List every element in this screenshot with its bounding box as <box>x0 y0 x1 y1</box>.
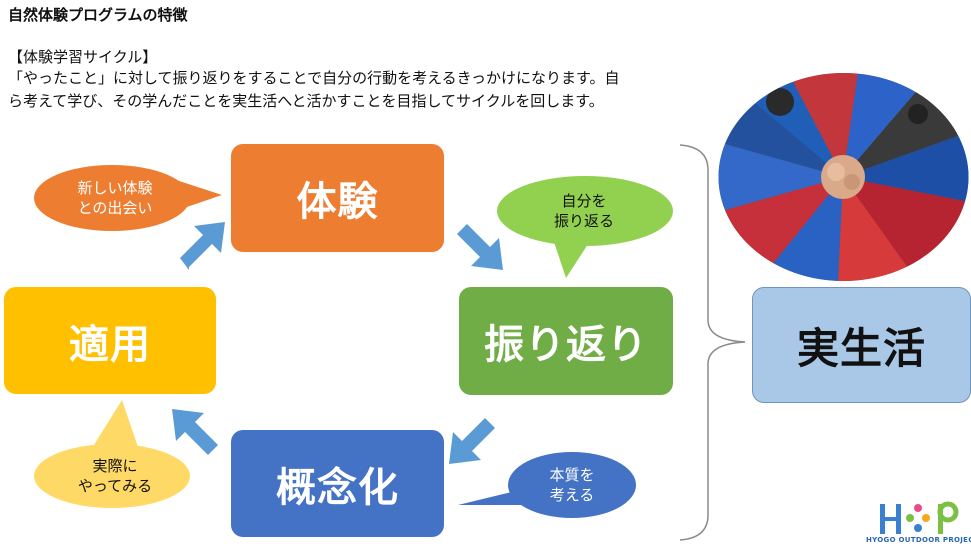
bubble-reflect-text: 自分を 振り返る <box>498 180 670 242</box>
hands-circle-photo <box>718 73 969 281</box>
reflection-box: 振り返り <box>459 287 673 395</box>
page-title: 自然体験プログラムの特徴 <box>8 6 188 24</box>
section-label: 【体験学習サイクル】 <box>8 48 158 66</box>
curly-bracket <box>679 144 746 541</box>
real-life-box: 実生活 <box>752 287 971 403</box>
concept-box: 概念化 <box>231 430 444 537</box>
bubble-new-line-1: 新しい体験 <box>77 179 153 197</box>
arrow-experience-to-reflection <box>455 224 503 270</box>
bubble-new-line-2: との出会い <box>77 199 153 217</box>
bubble-new-experience <box>34 165 222 231</box>
cycle-arrows <box>172 222 503 464</box>
arrow-reflection-to-concept <box>449 418 497 464</box>
arrow-concept-to-apply <box>172 409 220 455</box>
description-line-1: 「やったこと」に対して振り返りをすることで自分の行動を考えるきっかけになります。… <box>8 69 620 87</box>
bubble-reflect <box>497 176 673 278</box>
bubble-apply-line-2: やってみる <box>77 477 153 495</box>
bubble-essence-text: 本質を 考える <box>502 455 642 515</box>
bubble-essence <box>458 452 636 518</box>
bubble-apply-text: 実際に やってみる <box>40 446 190 506</box>
bubble-apply-line-1: 実際に <box>92 457 138 475</box>
bubble-reflect-line-1: 自分を <box>561 192 607 210</box>
application-box: 適用 <box>4 287 216 394</box>
hop-logo-icon <box>880 501 959 534</box>
bubble-new-experience-text: 新しい体験 との出会い <box>40 168 190 228</box>
bubble-essence-line-2: 考える <box>549 486 595 504</box>
bubble-reflect-line-2: 振り返る <box>553 212 614 230</box>
experience-box: 体験 <box>231 144 444 252</box>
description-line-2: ら考えて学び、その学んだことを実生活へと活かすことを目指してサイクルを回します。 <box>8 92 604 110</box>
bubble-essence-line-1: 本質を <box>549 466 595 484</box>
logo-text: HYOGO OUTDOOR PROJECT <box>866 536 971 544</box>
arrow-apply-to-experience <box>180 222 225 270</box>
bubble-apply <box>34 400 190 508</box>
